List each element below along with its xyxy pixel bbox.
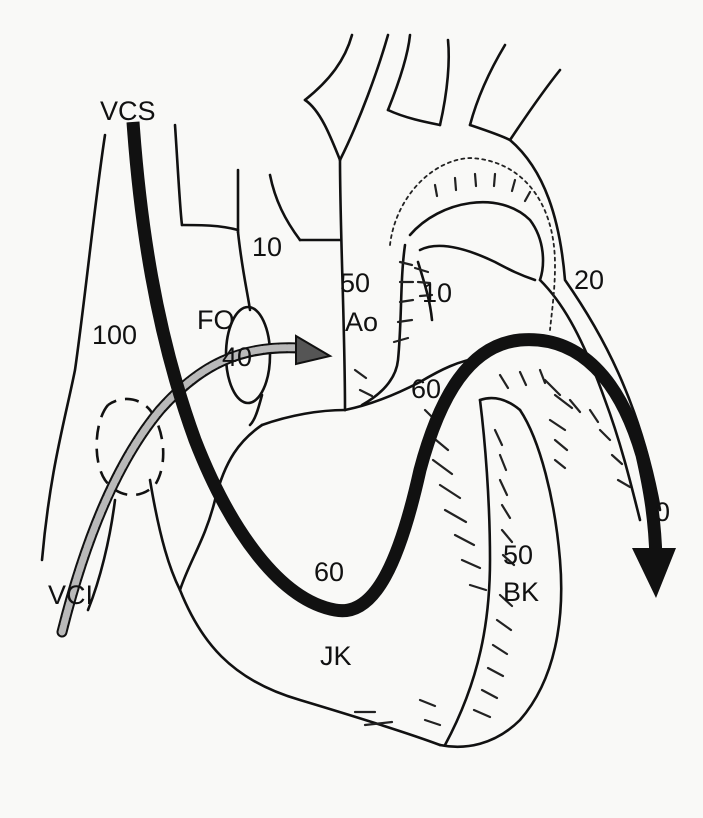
value-jk: 60 bbox=[314, 557, 344, 587]
label-vci: VCI bbox=[48, 580, 93, 610]
value-bk: 50 bbox=[503, 540, 533, 570]
value-descending-aorta: 0 bbox=[655, 497, 670, 527]
vena-cava-right-atrium bbox=[42, 125, 440, 745]
label-vcs: VCS bbox=[100, 96, 156, 126]
label-bk: BK bbox=[503, 577, 539, 607]
value-svc-branch: 10 bbox=[252, 232, 282, 262]
value-pulmonary-artery: 10 bbox=[422, 278, 452, 308]
value-aortic-arch: 20 bbox=[574, 265, 604, 295]
label-fo: FO bbox=[197, 305, 235, 335]
aortic-arch bbox=[340, 140, 660, 520]
neck-vessels bbox=[305, 35, 560, 160]
value-ascending-aorta: 50 bbox=[340, 268, 370, 298]
ventricles bbox=[345, 358, 630, 747]
label-ao: Ao bbox=[345, 307, 378, 337]
value-lv-outflow: 60 bbox=[411, 374, 441, 404]
label-jk: JK bbox=[320, 641, 352, 671]
value-foramen-ovale: 40 bbox=[222, 342, 252, 372]
value-right-atrium: 100 bbox=[92, 320, 137, 350]
